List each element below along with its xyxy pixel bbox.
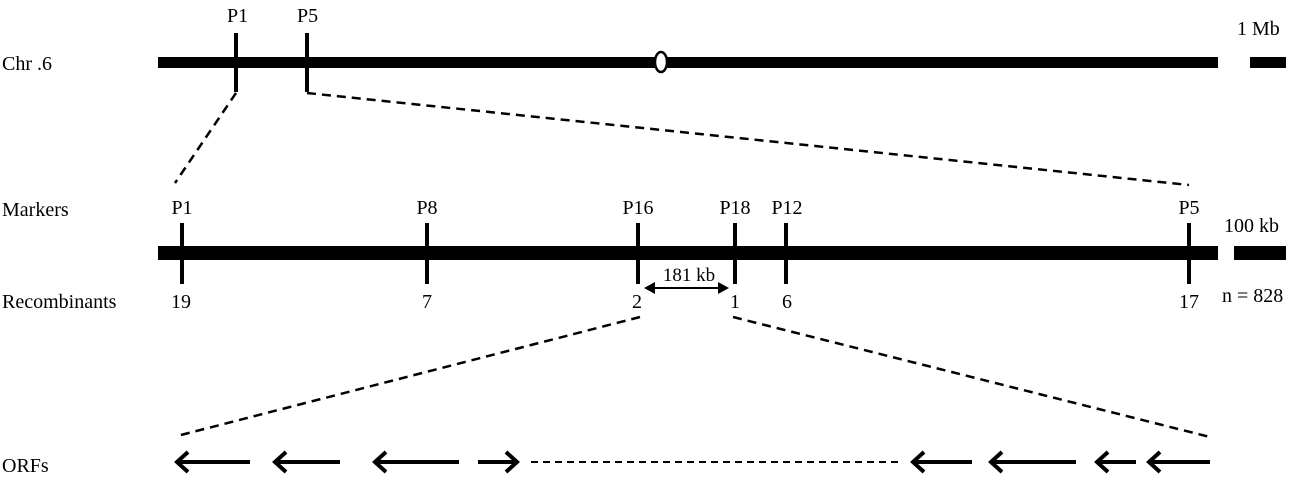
recombinants-row-label: Recombinants (2, 291, 117, 313)
orf-arrow-8 (1146, 450, 1210, 474)
chromosome-marker-p5: P5 (297, 5, 318, 27)
fine-marker-p1: P1 (171, 197, 192, 219)
chromosome-scale-label: 1 Mb (1237, 18, 1280, 40)
chromosome-bar (158, 57, 1218, 68)
orf-arrow-6 (988, 450, 1076, 474)
fine-map-scale-bar (1234, 246, 1286, 260)
orf-arrow-7 (1094, 450, 1136, 474)
zoom-line-left-upper (173, 92, 238, 184)
orf-arrow-4-forward (478, 450, 520, 474)
orf-arrow-1 (174, 450, 250, 474)
orf-arrow-5 (910, 450, 972, 474)
recombinant-count-p8: 7 (422, 291, 432, 313)
markers-row-label: Markers (2, 199, 69, 221)
fine-marker-p12: P12 (771, 197, 802, 219)
zoom-line-left-lower (176, 315, 641, 438)
recombinant-count-p12: 6 (782, 291, 792, 313)
interval-double-arrow-icon (644, 282, 729, 294)
chromosome-label: Chr .6 (2, 53, 52, 75)
sample-size-label: n = 828 (1222, 285, 1283, 307)
recombinant-count-p1: 19 (171, 291, 191, 313)
fine-map-bar (158, 246, 1218, 260)
fine-marker-p18: P18 (719, 197, 750, 219)
fine-marker-p8: P8 (416, 197, 437, 219)
centromere-icon (653, 50, 669, 74)
orf-arrow-2 (272, 450, 340, 474)
fine-marker-p16: P16 (622, 197, 653, 219)
zoom-line-right-lower (732, 315, 1211, 439)
orf-arrow-3 (372, 450, 459, 474)
orfs-row-label: ORFs (2, 455, 49, 477)
chromosome-scale-bar (1250, 57, 1286, 68)
fine-map-scale-label: 100 kb (1224, 215, 1279, 237)
interval-label: 181 kb (663, 265, 715, 286)
recombinant-count-p16: 2 (632, 291, 642, 313)
recombinant-count-p18: 1 (730, 291, 740, 313)
chromosome-marker-p1: P1 (227, 5, 248, 27)
fine-marker-p5: P5 (1178, 197, 1199, 219)
recombinant-count-p5: 17 (1179, 291, 1199, 313)
zoom-line-right-upper (306, 91, 1190, 187)
